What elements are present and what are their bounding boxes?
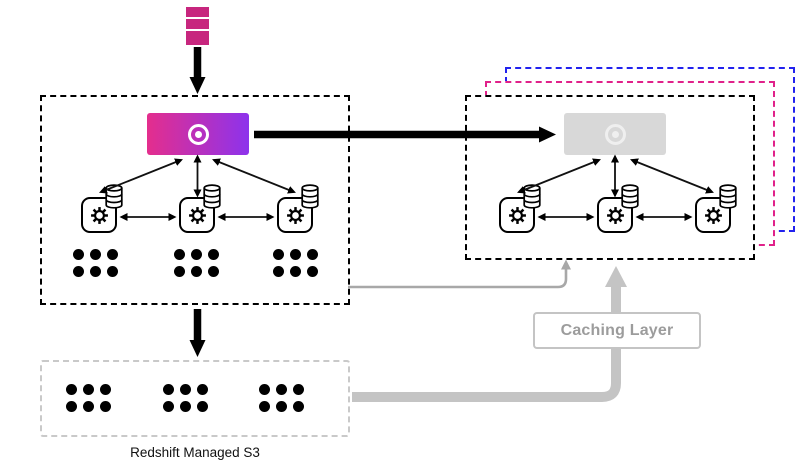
data-slice-dot: [83, 384, 94, 395]
data-slice-dot: [191, 266, 202, 277]
data-slice-dots: [163, 384, 208, 412]
data-slice-dots: [73, 249, 118, 277]
data-slice-dot: [90, 266, 101, 277]
gear-icon: [188, 206, 206, 224]
data-slice-dot: [66, 384, 77, 395]
data-blocks-icon: [186, 7, 209, 45]
compute-node: [277, 184, 319, 233]
leader-node-target-icon: [187, 123, 209, 145]
compute-node: [81, 184, 123, 233]
data-slice-dot: [273, 266, 284, 277]
database-icon: [621, 184, 639, 209]
data-block: [186, 31, 209, 45]
data-slice-dot: [273, 249, 284, 260]
database-icon: [523, 184, 541, 209]
data-slice-dot: [191, 249, 202, 260]
data-slice-dot: [197, 384, 208, 395]
gear-icon: [90, 206, 108, 224]
data-slice-dots: [273, 249, 318, 277]
data-slice-dots: [259, 384, 304, 412]
data-slice-dot: [307, 249, 318, 260]
data-slice-dot: [66, 401, 77, 412]
data-slice-dot: [90, 249, 101, 260]
data-slice-dot: [290, 266, 301, 277]
data-slice-dot: [174, 249, 185, 260]
primary-leader-node: [147, 113, 249, 155]
data-slice-dot: [180, 384, 191, 395]
data-slice-dot: [208, 266, 219, 277]
data-slice-dot: [259, 401, 270, 412]
data-slice-dot: [73, 266, 84, 277]
data-block: [186, 7, 209, 17]
gear-icon: [286, 206, 304, 224]
data-slice-dots: [66, 384, 111, 412]
compute-node: [695, 184, 737, 233]
data-slice-dot: [276, 401, 287, 412]
database-icon: [203, 184, 221, 209]
data-slice-dot: [208, 249, 219, 260]
database-icon: [105, 184, 123, 209]
managed-s3-box: [40, 360, 350, 437]
data-slice-dot: [163, 384, 174, 395]
data-slice-dot: [73, 249, 84, 260]
gear-icon: [606, 206, 624, 224]
gear-icon: [704, 206, 722, 224]
caching-layer-text: Caching Layer: [560, 321, 674, 339]
compute-node: [499, 184, 541, 233]
redshift-managed-s3-label: Redshift Managed S3: [130, 445, 260, 460]
compute-node: [597, 184, 639, 233]
scaled-leader-node: [564, 113, 666, 155]
gear-icon: [508, 206, 526, 224]
data-slice-dot: [293, 384, 304, 395]
data-slice-dot: [174, 266, 185, 277]
compute-node: [179, 184, 221, 233]
arrow-primary-to-scaled-gray: [348, 259, 571, 289]
data-slice-dot: [197, 401, 208, 412]
data-slice-dot: [290, 249, 301, 260]
caching-layer-label: Caching Layer: [533, 312, 701, 349]
data-slice-dot: [100, 401, 111, 412]
data-slice-dot: [293, 401, 304, 412]
data-block: [186, 19, 209, 29]
data-slice-dot: [259, 384, 270, 395]
data-slice-dots: [174, 249, 219, 277]
database-icon: [301, 184, 319, 209]
data-slice-dot: [276, 384, 287, 395]
data-slice-dot: [100, 384, 111, 395]
data-slice-dot: [180, 401, 191, 412]
leader-node-target-icon: [604, 123, 626, 145]
data-slice-dot: [307, 266, 318, 277]
database-icon: [719, 184, 737, 209]
data-slice-dot: [83, 401, 94, 412]
data-slice-dot: [107, 249, 118, 260]
data-slice-dot: [107, 266, 118, 277]
data-slice-dot: [163, 401, 174, 412]
